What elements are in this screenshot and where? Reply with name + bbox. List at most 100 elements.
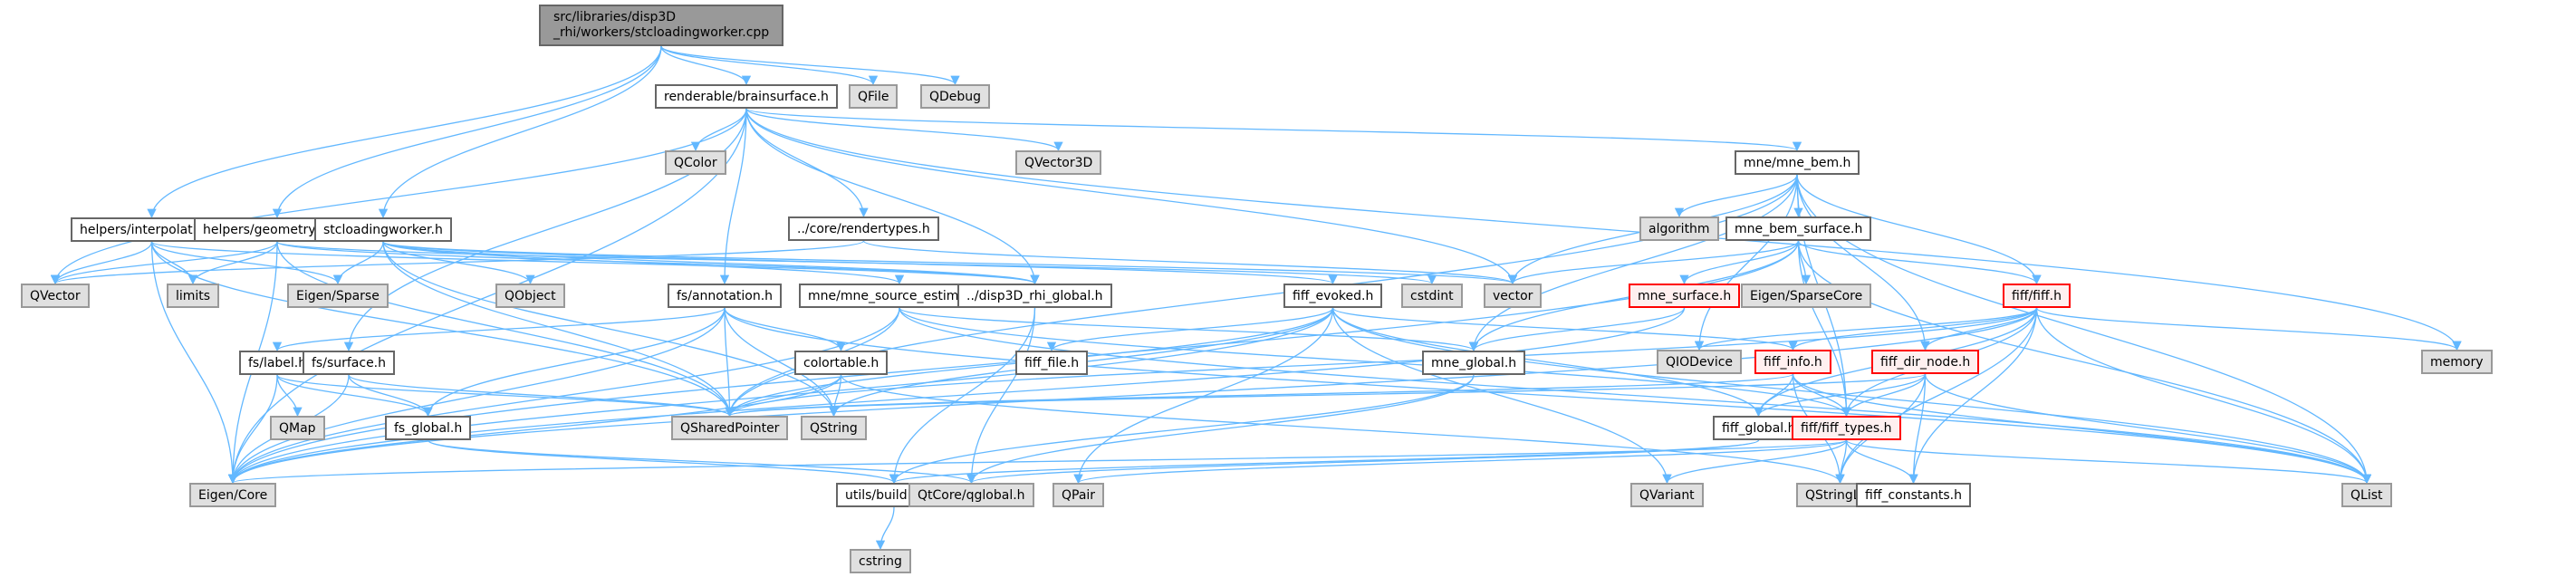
node-colortable[interactable]: colortable.h	[794, 351, 889, 375]
edge-stcloadingworker_h-to-vector	[382, 241, 1517, 285]
node-mne-surface[interactable]: mne_surface.h	[1629, 284, 1741, 308]
node-rendertypes[interactable]: ../core/rendertypes.h	[788, 216, 939, 241]
node-fiff-constants[interactable]: fiff_constants.h	[1856, 483, 1971, 507]
edge-annotation-to-qstring	[724, 307, 839, 418]
edge-fs_global-to-buildinfo	[427, 439, 899, 485]
edge-geometryinfo-to-qvector	[50, 241, 278, 285]
edge-fs_global-to-qglobal	[427, 439, 976, 485]
node-mne-global[interactable]: mne_global.h	[1422, 351, 1526, 375]
node-cstdint[interactable]: cstdint	[1401, 284, 1463, 308]
node-vector[interactable]: vector	[1484, 284, 1543, 308]
node-qsharedpointer[interactable]: QSharedPointer	[671, 416, 789, 440]
edge-mne_bem-to-fiff_fiff	[1796, 174, 2042, 285]
node-memory[interactable]: memory	[2421, 350, 2493, 374]
node-brainsurface[interactable]: renderable/brainsurface.h	[655, 84, 838, 109]
node-mne-bem[interactable]: mne/mne_bem.h	[1735, 150, 1860, 175]
edge-mne_bem_surface-to-vector	[1507, 240, 1800, 285]
node-stcloadingworker-h[interactable]: stcloadingworker.h	[314, 217, 452, 242]
edge-fiff_evoked-to-fiff_global	[1331, 307, 1764, 418]
node-fiff-evoked[interactable]: fiff_evoked.h	[1283, 284, 1383, 308]
node-annotation[interactable]: fs/annotation.h	[668, 284, 783, 308]
edge-colortable-to-qstring	[829, 374, 842, 418]
edge-stcloadingworker_h-to-eigen_sparse	[332, 241, 384, 285]
edge-interpolation-to-eigen_core	[150, 241, 238, 485]
node-eigen-core[interactable]: Eigen/Core	[189, 483, 277, 507]
edge-stcloadingworker_h-to-disp3d_rhi_global	[382, 241, 1040, 285]
edge-fiff_fiff-to-qlist	[2035, 307, 2372, 485]
edge-annotation-to-eigen_core	[227, 307, 726, 485]
edge-mne_bem_surface-to-fiff_types	[1797, 240, 1851, 418]
node-qvector3d[interactable]: QVector3D	[1015, 150, 1102, 175]
edge-fiff_evoked-to-qpair	[1073, 307, 1334, 485]
node-limits[interactable]: limits	[167, 284, 220, 308]
edge-fiff_dir_node-to-qsharedpointer	[725, 373, 1927, 418]
root-file-node[interactable]: src/libraries/disp3D _rhi/workers/stcloa…	[539, 5, 784, 46]
node-qiodevice[interactable]: QIODevice	[1657, 350, 1743, 374]
edge-mne_bem-to-mne_global	[1468, 174, 1798, 352]
edge-rendertypes-to-qvector	[51, 240, 865, 285]
node-qobject[interactable]: QObject	[495, 284, 565, 308]
edge-label-to-qsharedpointer	[276, 374, 735, 418]
edge-interpolation-to-qsharedpointer	[150, 241, 735, 418]
edge-label-to-qmap	[276, 374, 303, 418]
node-qstring[interactable]: QString	[801, 416, 867, 440]
edge-annotation-to-qsharedpointer	[724, 307, 735, 418]
node-qvector[interactable]: QVector	[21, 284, 90, 308]
edge-surface-to-qsharedpointer	[348, 374, 735, 418]
edge-mne_surface-to-mne_global	[1468, 307, 1686, 352]
edge-fiff_types-to-qlist	[1845, 439, 2371, 485]
edge-geometryinfo-to-limits	[187, 241, 278, 285]
edge-brainsurface-to-disp3d_rhi_global	[745, 108, 1040, 285]
node-fiff-file[interactable]: fiff_file.h	[1015, 351, 1089, 375]
edge-rendertypes-to-vector	[862, 240, 1517, 285]
node-qdebug[interactable]: QDebug	[920, 84, 991, 109]
node-algorithm[interactable]: algorithm	[1639, 216, 1719, 241]
node-disp3d-rhi-global[interactable]: ../disp3D_rhi_global.h	[957, 284, 1112, 308]
edge-fiff_types-to-qstringlist	[1835, 439, 1848, 485]
edge-stcloadingworker_h-to-mne_source_estimate	[382, 241, 904, 285]
edge-fiff_dir_node-to-qlist	[1924, 373, 2372, 485]
edge-fiff_info-to-qlist	[1792, 373, 2372, 485]
node-qfile[interactable]: QFile	[849, 84, 899, 109]
edge-fiff_evoked-to-fiff_file	[1046, 307, 1334, 352]
edge-fiff_dir_node-to-fiff_types	[1841, 373, 1927, 418]
edge-mne_source_estimate-to-eigen_core	[227, 307, 900, 485]
node-fs-surface[interactable]: fs/surface.h	[303, 351, 396, 375]
node-qcolor[interactable]: QColor	[665, 150, 726, 175]
edge-fiff_fiff-to-memory	[2035, 307, 2462, 351]
edge-fiff_types-to-qvariant	[1662, 439, 1848, 485]
node-fiff-global[interactable]: fiff_global.h	[1713, 416, 1805, 440]
node-qvariant[interactable]: QVariant	[1630, 483, 1704, 507]
node-qmap[interactable]: QMap	[270, 416, 325, 440]
edge-annotation-to-fs_global	[423, 307, 726, 418]
node-qpair[interactable]: QPair	[1053, 483, 1105, 507]
edge-brainsurface-to-mne_bem	[745, 108, 1802, 152]
edge-mne_bem-to-qiodevice	[1694, 174, 1798, 351]
node-fiff-fiff[interactable]: fiff/fiff.h	[2003, 284, 2071, 308]
root-file-label-line2: _rhi/workers/stcloadingworker.cpp	[553, 25, 770, 40]
root-file-label-line1: src/libraries/disp3D	[553, 10, 677, 24]
node-fs-global[interactable]: fs_global.h	[385, 416, 472, 440]
node-qlist[interactable]: QList	[2341, 483, 2392, 507]
edge-mne_bem-to-algorithm	[1674, 174, 1798, 218]
edge-fiff_evoked-to-qlist	[1331, 307, 2372, 485]
edge-mne_bem_surface-to-qlist	[1797, 240, 2372, 485]
edge-stcloadingworker_h-to-fiff_evoked	[382, 241, 1338, 285]
edge-root-to-stcloadingworker_h	[378, 45, 662, 219]
edge-interpolation-to-disp3d_rhi_global	[150, 241, 1040, 285]
node-fiff-info[interactable]: fiff_info.h	[1754, 350, 1831, 374]
node-qglobal[interactable]: QtCore/qglobal.h	[908, 483, 1034, 507]
node-mne-bem-surface[interactable]: mne_bem_surface.h	[1725, 216, 1872, 241]
edge-fiff_evoked-to-qvariant	[1331, 307, 1672, 485]
edge-annotation-to-label	[273, 307, 726, 352]
edge-mne_global-to-qglobal	[966, 374, 1475, 485]
edge-mne_bem_surface-to-mne_surface	[1679, 240, 1800, 285]
edge-fiff_fiff-to-qsharedpointer	[725, 307, 2038, 418]
node-eigen-sparsecore[interactable]: Eigen/SparseCore	[1741, 284, 1872, 308]
node-eigen-sparse[interactable]: Eigen/Sparse	[287, 284, 389, 308]
edge-brainsurface-to-annotation	[719, 108, 747, 285]
node-cstring[interactable]: cstring	[850, 549, 911, 573]
edge-brainsurface-to-vector	[745, 108, 1518, 285]
node-fiff-types[interactable]: fiff/fiff_types.h	[1792, 416, 1901, 440]
node-fiff-dir-node[interactable]: fiff_dir_node.h	[1871, 350, 1980, 374]
